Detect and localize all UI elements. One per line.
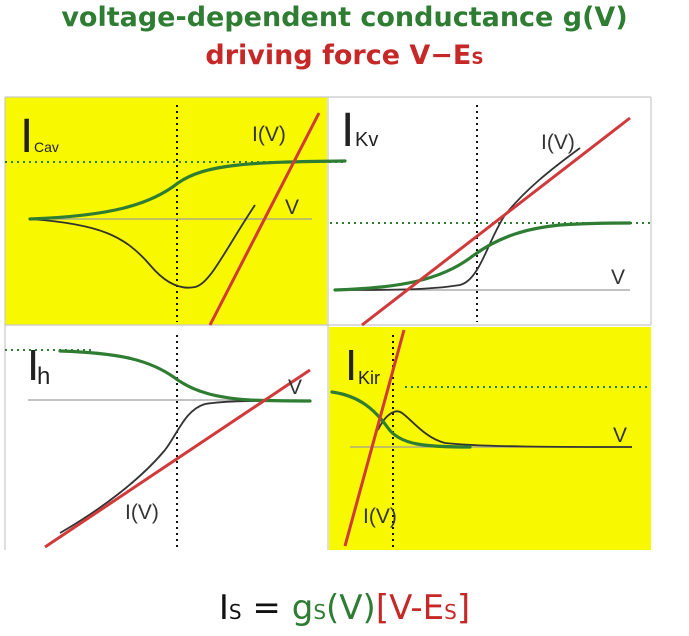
cav-driving-force-line <box>208 112 321 326</box>
eq-conductance: g <box>291 588 314 628</box>
eq-current: I <box>218 588 229 628</box>
eq-driving-force: [V-E <box>375 588 445 628</box>
panel-cav-background <box>5 97 327 325</box>
h-driving-force-line <box>44 368 311 549</box>
kv-current-curve <box>334 147 581 291</box>
kv-label-main: I <box>341 104 354 157</box>
panel-kir: I Kir I(V) V <box>330 329 651 550</box>
kir-label-sub: Kir <box>358 368 380 388</box>
title-driving-force-text: driving force V−E <box>205 40 472 71</box>
h-iv-label: I(V) <box>125 501 159 524</box>
cav-label-main: I <box>20 110 33 163</box>
kv-label-sub: Kv <box>355 129 378 151</box>
title-driving-force-sub: S <box>471 49 484 69</box>
cav-iv-label: I(V) <box>252 123 286 146</box>
h-conductance-curve <box>58 349 312 403</box>
panel-grid <box>4 96 652 550</box>
kir-label-main: I <box>345 341 357 390</box>
eq-driving-force-close: ] <box>456 588 471 628</box>
eq-equals: = <box>241 588 292 628</box>
h-voltage-label: V <box>288 376 302 399</box>
kir-conductance-curve <box>330 390 472 449</box>
eq-driving-force-sub: S <box>444 600 457 624</box>
title-conductance-text: voltage-dependent conductance g(V) <box>61 2 628 33</box>
kir-current-curve <box>377 410 633 448</box>
kir-voltage-label: V <box>613 424 627 447</box>
eq-conductance-arg: (V) <box>326 588 376 628</box>
panel-cav: I Cav I(V) V <box>5 105 347 326</box>
eq-current-sub: S <box>228 600 242 624</box>
title-driving-force: driving force V−ES <box>0 40 689 71</box>
title-conductance: voltage-dependent conductance g(V) <box>0 2 689 33</box>
kir-iv-label: I(V) <box>363 505 397 528</box>
panel-kir-background <box>329 327 651 550</box>
cav-voltage-label: V <box>285 196 299 219</box>
panel-kv: I Kv I(V) V <box>330 104 651 327</box>
cav-current-curve <box>29 204 256 289</box>
h-label-main: I <box>27 341 39 390</box>
kv-driving-force-line <box>361 116 631 327</box>
cav-conductance-curve <box>28 159 347 221</box>
kv-conductance-curve <box>333 221 632 292</box>
eq-conductance-sub: S <box>313 600 327 624</box>
panel-h: I h I(V) V <box>5 335 312 550</box>
kv-iv-label: I(V) <box>541 131 575 154</box>
kv-voltage-label: V <box>611 266 625 289</box>
cav-label-sub: Cav <box>34 139 59 155</box>
kir-driving-force-line <box>343 329 406 547</box>
h-label-sub: h <box>37 363 50 390</box>
current-equation: IS = gS(V)[V-ES] <box>0 588 689 628</box>
